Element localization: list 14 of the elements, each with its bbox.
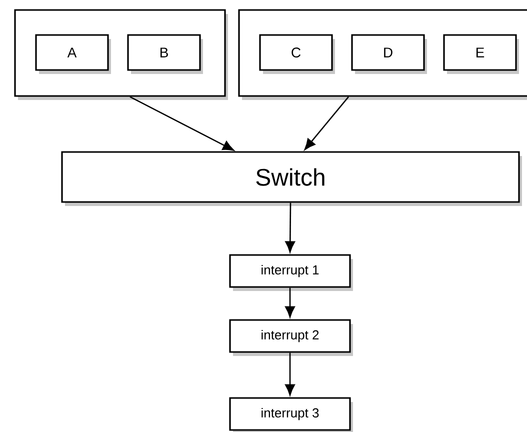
switch-box: Switch bbox=[61, 151, 520, 203]
item-box: C bbox=[259, 34, 333, 71]
interrupt-box: interrupt 2 bbox=[229, 319, 351, 353]
interrupt-box: interrupt 3 bbox=[229, 397, 351, 431]
item-box: E bbox=[443, 34, 517, 71]
item-box: D bbox=[351, 34, 425, 71]
interrupt-box: interrupt 1 bbox=[229, 254, 351, 288]
arrow bbox=[130, 96, 234, 151]
item-box: B bbox=[127, 34, 201, 71]
item-box: A bbox=[35, 34, 109, 71]
arrow bbox=[285, 202, 296, 252]
arrow bbox=[285, 288, 295, 318]
arrow bbox=[285, 352, 295, 396]
arrow bbox=[304, 96, 349, 150]
